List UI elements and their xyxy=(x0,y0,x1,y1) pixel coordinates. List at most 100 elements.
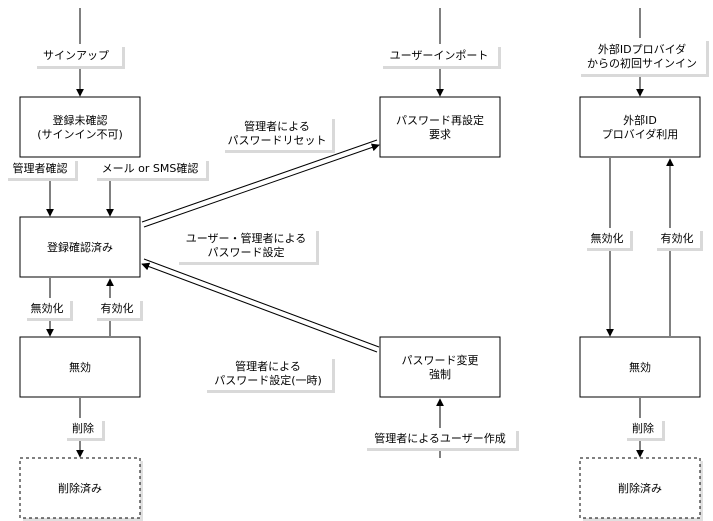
label-enable-right: 有効化 xyxy=(654,228,703,251)
text-line: パスワード設定 xyxy=(208,245,285,259)
text-line: 無効化 xyxy=(591,231,624,245)
label-disable-right: 無効化 xyxy=(584,228,633,251)
state-confirmed: 登録確認済み xyxy=(19,216,141,278)
label-admin-temp-set-text: 管理者によるパスワード設定(一時) xyxy=(214,359,322,387)
text-line: 強制 xyxy=(429,368,451,381)
label-user-admin-set-text: ユーザー・管理者によるパスワード設定 xyxy=(186,231,306,259)
text-line: 管理者による xyxy=(235,359,301,373)
label-signup-text: サインアップ xyxy=(43,49,109,62)
text-line: 要求 xyxy=(429,128,451,141)
text-line: (サインイン不可) xyxy=(37,128,123,141)
label-background xyxy=(94,298,140,318)
label-disable-right-text: 無効化 xyxy=(591,231,624,245)
text-line: プロバイダ利用 xyxy=(602,127,679,141)
state-boxes: 登録未確認(サインイン不可) 登録確認済み 無効 削除済み パスワード再設定要求… xyxy=(19,96,703,521)
label-background xyxy=(222,116,332,150)
text-line: 削除済み xyxy=(618,481,662,495)
state-force-change-text: パスワード変更強制 xyxy=(402,353,479,381)
label-admin-reset: 管理者によるパスワードリセット xyxy=(222,116,335,153)
text-line: 有効化 xyxy=(101,301,134,315)
text-line: 無効 xyxy=(69,360,91,374)
label-user-import: ユーザーインポート xyxy=(380,44,501,69)
text-line: 削除済み xyxy=(58,481,102,495)
label-background xyxy=(624,418,662,438)
label-disable-left: 無効化 xyxy=(24,298,73,321)
state-deleted-right-text: 削除済み xyxy=(618,481,662,495)
label-enable-left: 有効化 xyxy=(94,298,143,321)
label-background xyxy=(380,44,498,66)
label-delete-left-text: 削除 xyxy=(72,421,94,435)
label-external-first-text: 外部IDプロバイダからの初回サインイン xyxy=(587,42,697,70)
state-deleted-left-text: 削除済み xyxy=(58,481,102,495)
text-line: 削除 xyxy=(632,421,654,435)
state-disabled-right-text: 無効 xyxy=(629,360,651,374)
text-line: パスワード変更 xyxy=(402,353,479,367)
label-admin-reset-text: 管理者によるパスワードリセット xyxy=(228,119,327,147)
state-unconfirmed: 登録未確認(サインイン不可) xyxy=(19,96,141,158)
state-disabled-right: 無効 xyxy=(579,336,701,398)
label-admin-confirm: 管理者確認 xyxy=(5,158,78,181)
text-line: ユーザー・管理者による xyxy=(186,231,306,245)
state-deleted-right: 削除済み xyxy=(579,457,703,521)
label-enable-left-text: 有効化 xyxy=(101,301,134,315)
label-delete-left: 削除 xyxy=(64,418,105,441)
text-line: パスワード設定(一時) xyxy=(214,373,322,387)
text-line: 無効 xyxy=(629,360,651,374)
edges xyxy=(46,8,674,458)
text-line: 登録確認済み xyxy=(47,240,113,254)
text-line: 無効化 xyxy=(31,301,64,315)
text-line: 管理者によるユーザー作成 xyxy=(374,431,505,445)
label-delete-right-text: 削除 xyxy=(632,421,654,435)
transition-labels: サインアップ ユーザーインポート 外部IDプロバイダからの初回サインイン 管理者… xyxy=(5,38,709,451)
text-line: 管理者確認 xyxy=(13,161,68,175)
label-background xyxy=(364,428,516,448)
text-line: ユーザーインポート xyxy=(390,49,489,62)
state-disabled-left: 無効 xyxy=(19,336,141,398)
label-background xyxy=(584,228,630,248)
text-line: 有効化 xyxy=(661,231,694,245)
text-line: 管理者による xyxy=(244,119,310,133)
label-admin-create-text: 管理者によるユーザー作成 xyxy=(374,431,505,445)
text-line: パスワードリセット xyxy=(228,134,327,147)
text-line: 外部IDプロバイダ xyxy=(598,42,686,56)
state-disabled-left-text: 無効 xyxy=(69,360,91,374)
state-unconfirmed-text: 登録未確認(サインイン不可) xyxy=(37,113,123,141)
label-background xyxy=(94,158,206,178)
edge-user-admin-set xyxy=(141,258,380,353)
text-line: 外部ID xyxy=(623,113,657,127)
label-background xyxy=(176,228,316,262)
edge-admin-reset xyxy=(141,139,380,228)
label-user-admin-set: ユーザー・管理者によるパスワード設定 xyxy=(176,228,319,265)
state-deleted-left: 削除済み xyxy=(19,457,143,521)
label-background xyxy=(64,418,102,438)
label-external-first: 外部IDプロバイダからの初回サインイン xyxy=(578,38,709,77)
label-background xyxy=(654,228,700,248)
state-force-change: パスワード変更強制 xyxy=(379,336,501,398)
text-line: パスワード再設定 xyxy=(396,113,484,127)
label-admin-temp-set: 管理者によるパスワード設定(一時) xyxy=(204,356,335,393)
label-background xyxy=(204,356,332,390)
state-confirmed-text: 登録確認済み xyxy=(47,240,113,254)
label-delete-right: 削除 xyxy=(624,418,665,441)
label-background xyxy=(578,38,706,74)
state-reset-required: パスワード再設定要求 xyxy=(379,96,501,158)
label-background xyxy=(5,158,75,178)
text-line: 登録未確認 xyxy=(53,113,108,127)
label-signup: サインアップ xyxy=(34,44,125,69)
label-user-import-text: ユーザーインポート xyxy=(390,49,489,62)
label-enable-right-text: 有効化 xyxy=(661,231,694,245)
text-line: サインアップ xyxy=(43,49,109,62)
label-disable-left-text: 無効化 xyxy=(31,301,64,315)
label-background xyxy=(24,298,70,318)
text-line: からの初回サインイン xyxy=(587,56,697,70)
label-mail-sms-confirm-text: メール or SMS確認 xyxy=(102,161,199,175)
label-admin-create: 管理者によるユーザー作成 xyxy=(364,428,519,451)
text-line: メール or SMS確認 xyxy=(102,161,199,175)
text-line: 削除 xyxy=(72,421,94,435)
label-admin-confirm-text: 管理者確認 xyxy=(13,161,68,175)
label-background xyxy=(34,44,122,66)
state-reset-required-text: パスワード再設定要求 xyxy=(396,113,484,141)
